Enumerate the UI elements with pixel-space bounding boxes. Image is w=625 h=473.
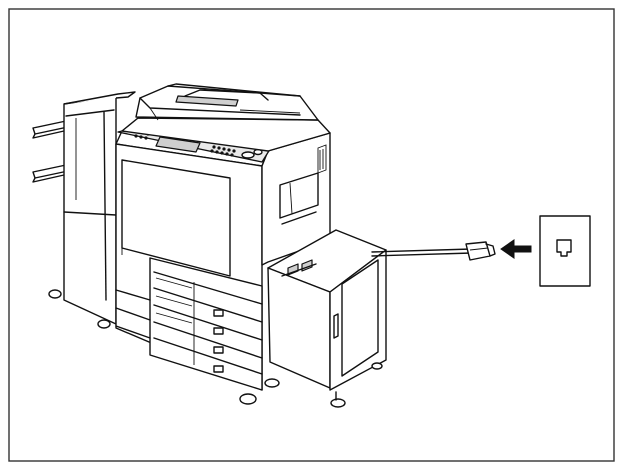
figure-border [8, 8, 615, 462]
output-trays [32, 120, 69, 183]
document-feeder [121, 83, 331, 152]
finisher-unit [48, 91, 136, 329]
copier-icon [32, 83, 331, 405]
arrow-left-icon [500, 239, 532, 259]
telephone-wall-jack-icon [539, 215, 591, 287]
front-door [121, 159, 231, 277]
phone-cable-icon [371, 241, 496, 261]
paper-drawers [115, 257, 263, 391]
fax-module-icon [267, 229, 387, 408]
